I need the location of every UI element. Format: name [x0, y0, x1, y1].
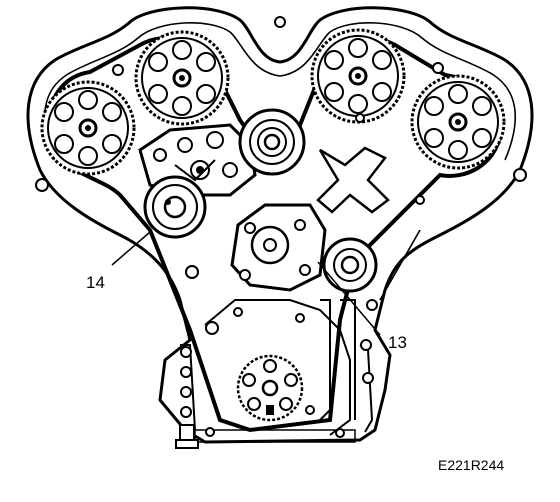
cover-bolts — [35, 16, 527, 438]
camshaft-sprocket-right-inner — [310, 28, 406, 124]
camshaft-sprocket-right-outer — [410, 74, 506, 170]
water-pump — [230, 203, 327, 292]
camshaft-sprocket-left-outer — [40, 80, 136, 176]
belt-tensioner-pulley — [143, 175, 207, 239]
lower-stud — [175, 424, 199, 449]
callout-leaders — [111, 231, 381, 336]
engine-front-outline — [26, 6, 534, 444]
cross-bracket — [316, 146, 390, 214]
callout-14: 14 — [86, 273, 105, 292]
idler-pulley-lower — [322, 237, 378, 293]
camshaft-sprocket-left-inner — [134, 30, 230, 126]
idler-pulley-upper — [238, 108, 306, 176]
callout-13: 13 — [388, 333, 407, 352]
figure-code: E221R244 — [438, 457, 504, 473]
crankshaft-sprocket — [236, 354, 304, 422]
